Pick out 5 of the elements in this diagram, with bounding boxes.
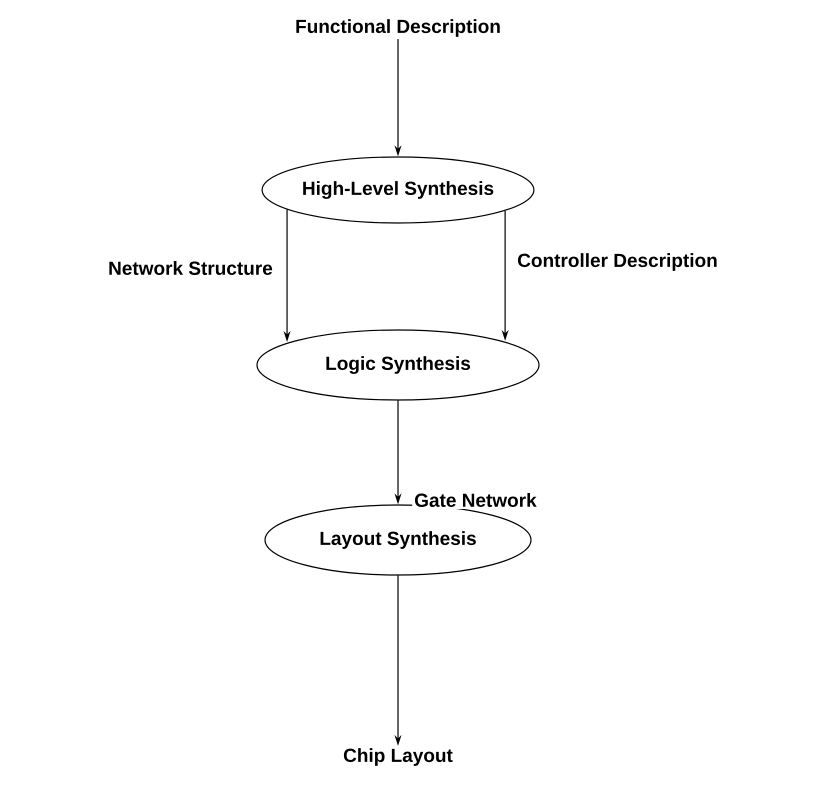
text-label: Functional Description [296,19,500,37]
edge-label: Gate Network [412,491,539,509]
edge-label: Network Structure [106,259,275,277]
edge-label: Controller Description [515,251,720,273]
text-label: Chip Layout [344,748,453,766]
